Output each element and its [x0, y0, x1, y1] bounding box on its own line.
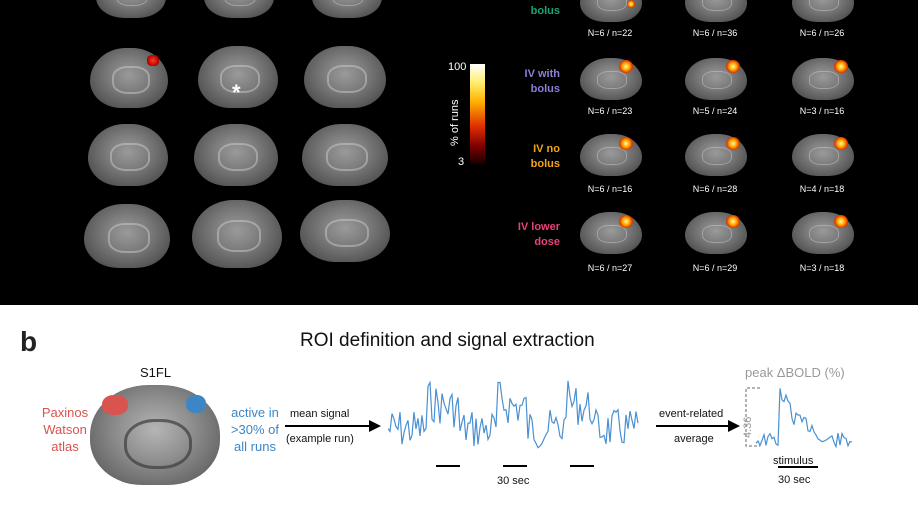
atlas-label-line: Paxinos: [41, 405, 89, 420]
timescale1-label: 30 sec: [497, 475, 530, 487]
brain-slice: [302, 124, 388, 186]
timescale2-label: 30 sec: [778, 474, 811, 486]
active-label-line: >30% of: [230, 422, 280, 437]
group-label: bolus: [531, 4, 560, 19]
brain-slice: [792, 0, 854, 22]
group-label-line: IV with: [524, 68, 560, 80]
n-count: N=6 / n=29: [692, 263, 738, 273]
roi-active: [186, 395, 206, 413]
colorbar-min: 3: [458, 156, 465, 168]
group-label: IV lower dose: [518, 220, 560, 250]
n-count: N=4 / n=18: [799, 184, 845, 194]
group-label-line: bolus: [530, 83, 560, 95]
activation-blob: [619, 60, 633, 73]
brain-slice: [580, 212, 642, 254]
activation-blob: [834, 60, 848, 73]
atlas-label-line: Watson: [43, 422, 87, 437]
arrow1: [285, 420, 381, 432]
group-label: IV no bolus: [531, 142, 560, 172]
activation-blob: [834, 215, 848, 228]
n-count: N=5 / n=24: [692, 106, 738, 116]
panel-b-label: b: [20, 326, 38, 357]
activation-blob: [726, 137, 740, 150]
arrow2-top-label: event-related: [659, 408, 724, 420]
panel-b-title: ROI definition and signal extraction: [300, 330, 595, 351]
brain-slice: [192, 200, 282, 268]
activation-blob: [619, 215, 633, 228]
colorbar: [470, 64, 485, 164]
activation-blob: [726, 215, 740, 228]
n-count: N=6 / n=26: [799, 28, 845, 38]
brain-slice: [580, 134, 642, 176]
activation-blob: [147, 55, 159, 66]
active-label-line: all runs: [234, 439, 276, 454]
atlas-label-line: atlas: [51, 439, 79, 454]
arrow1-bottom-label: (example run): [286, 433, 354, 445]
brain-slice: [792, 58, 854, 100]
s1fl-label: S1FL: [140, 365, 172, 380]
brain-slice: [204, 0, 274, 18]
average-response: [745, 387, 853, 468]
brain-slice: [580, 0, 642, 22]
group-label-line: bolus: [530, 158, 560, 170]
n-count: N=6 / n=16: [587, 184, 633, 194]
arrow2: [656, 420, 740, 432]
n-count: N=6 / n=28: [692, 184, 738, 194]
brain-slice: [685, 0, 747, 22]
group-label-line: bolus: [530, 5, 560, 17]
active-label: active in >30% of all runs: [224, 404, 286, 455]
brain-slice: [84, 204, 170, 268]
brain-slice: [300, 200, 390, 262]
roi-atlas: [102, 395, 128, 415]
n-count: N=6 / n=22: [587, 28, 633, 38]
activation-blob: [619, 137, 633, 150]
atlas-label: Paxinos Watson atlas: [35, 404, 95, 455]
group-label: IV with bolus: [525, 67, 560, 97]
n-count: N=6 / n=36: [692, 28, 738, 38]
peak-label: peak ΔBOLD (%): [745, 365, 845, 380]
n-count: N=3 / n=18: [799, 263, 845, 273]
active-label-line: active in: [231, 405, 279, 420]
mean-signal-trace: [388, 380, 639, 467]
panel-a: * 100 3 % of runs bolus IV with bolus IV…: [0, 0, 918, 305]
roi-brain-slice: [90, 385, 220, 485]
stimulus-label: stimulus: [773, 455, 814, 467]
n-count: N=6 / n=23: [587, 106, 633, 116]
brain-slice: [88, 124, 168, 186]
ventricle-outline: [124, 419, 192, 469]
brain-slice: [194, 124, 278, 186]
peak-value: 4.36: [742, 416, 754, 438]
group-label-line: IV no: [533, 143, 560, 155]
n-count: N=3 / n=16: [799, 106, 845, 116]
group-label-line: IV lower: [517, 221, 560, 233]
group-label-line: dose: [534, 236, 560, 248]
activation-blob: [627, 0, 635, 8]
asterisk-marker: *: [232, 80, 241, 105]
arrow1-top-label: mean signal: [290, 408, 350, 420]
brain-slice: [96, 0, 166, 18]
brain-slice: [304, 46, 386, 108]
arrow2-bottom-label: average: [674, 433, 714, 445]
brain-slice: [312, 0, 382, 18]
brain-slice: [198, 46, 278, 108]
colorbar-label: % of runs: [449, 99, 461, 146]
n-count: N=6 / n=27: [587, 263, 633, 273]
activation-blob: [726, 60, 740, 73]
activation-blob: [834, 137, 848, 150]
colorbar-max: 100: [448, 61, 467, 73]
